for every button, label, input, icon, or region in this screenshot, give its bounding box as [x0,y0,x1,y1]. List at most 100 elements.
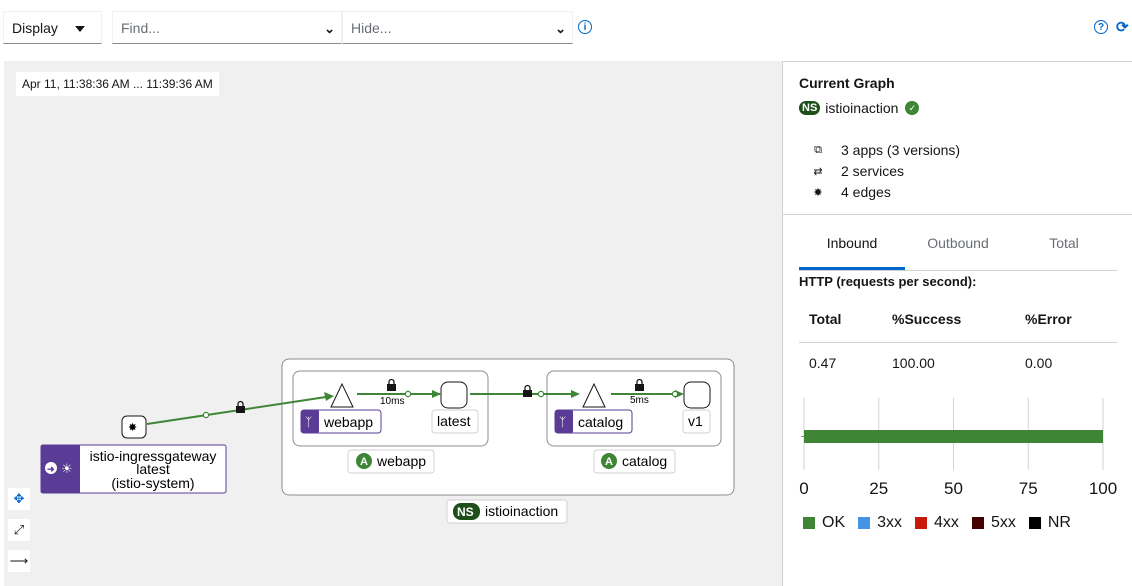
x-tick-label: 50 [944,479,963,498]
refresh-icon[interactable]: ⟳ [1116,19,1129,36]
cell-error: 0.00 [1025,355,1053,371]
catalog-v1-node[interactable] [683,381,711,409]
fit-screen-icon[interactable]: ⤢ [8,519,30,541]
graph-canvas[interactable] [4,61,782,586]
mtls-locks [236,378,644,413]
branch-icon: ᛉ [559,415,566,429]
find-placeholder: Find... [121,19,160,36]
service-badge [301,410,319,433]
cell-success: 100.00 [892,355,935,371]
panel-divider [783,214,1132,215]
latest-label-box [431,409,479,434]
ingress-node[interactable] [121,415,147,439]
v1-label-box [682,409,711,434]
webapp-service-label: webapp [323,414,373,430]
arrowhead [432,390,441,398]
pan-icon[interactable]: ✥ [8,488,30,510]
lock-icon [635,378,644,391]
ingress-label-line1: istio-ingressgateway [90,448,217,464]
info-icon[interactable]: i [578,20,592,34]
edge-midpoints [202,390,679,419]
namespace-label: istioinaction [485,503,558,519]
legend-label: 3xx [877,514,903,531]
edge-dot [537,390,545,398]
col-success: %Success [892,311,962,327]
ns-badge-text: NS [457,505,474,519]
cell-total: 0.47 [809,355,837,371]
edge-dot [671,390,679,398]
col-total: Total [809,311,842,327]
table-row: 0.47 100.00 0.00 [799,347,1117,377]
ns-badge [453,503,480,520]
legend-label: 4xx [934,514,959,531]
legend-item-nr[interactable]: NR [1028,514,1071,532]
traffic-tabs: Inbound Outbound Total [799,227,1117,271]
arrow-right-icon: ➜ [47,464,55,474]
edge-dot [404,390,412,398]
panel-title: Current Graph [799,75,895,91]
col-error: %Error [1025,311,1072,327]
catalog-service-label: catalog [578,414,623,430]
stat-edges-label: 4 edges [841,184,891,200]
layout-arrow-icon[interactable]: ⟶ [8,550,30,572]
app-badge-text: A [360,456,368,468]
ingress-label-line2: latest [136,461,170,477]
tab-outbound[interactable]: Outbound [927,235,989,251]
tab-total[interactable]: Total [1049,235,1079,251]
branch-icon: ᛉ [305,415,312,429]
stat-apps: ⧉ 3 apps (3 versions) [811,142,960,158]
display-dropdown[interactable]: Display [3,11,102,44]
stat-edges: ✸ 4 edges [811,184,891,200]
v1-label: v1 [688,413,703,429]
stat-apps-label: 3 apps (3 versions) [841,142,961,158]
x-tick-label: 0 [799,479,808,498]
lock-icon [523,384,532,397]
legend-swatch [803,517,815,529]
graph-timestamp: Apr 11, 11:38:36 AM ... 11:39:36 AM [16,72,219,96]
webapp-latest-node[interactable] [440,381,468,409]
app-badge [601,453,617,469]
hide-input[interactable]: Hide... ⌄ [342,11,573,44]
edge-dot [202,411,210,419]
topology-icon: ✸ [813,186,823,199]
table-header: Total %Success %Error [799,294,1117,343]
stat-services: ⇄ 2 services [811,163,904,179]
chevron-down-icon[interactable]: ⌄ [555,21,566,36]
catalog-app-label: catalog [622,453,667,469]
legend-swatch [858,517,871,529]
help-icon[interactable]: ? [1094,20,1108,34]
panel-namespace-name: istioinaction [825,100,899,116]
topology-icon: ✸ [128,422,137,434]
lock-icon [387,378,396,391]
http-title: HTTP (requests per second): [799,274,977,289]
webapp-service-node[interactable] [330,382,354,408]
graph-svg: 10ms 5ms ✸ ᛉ webapp latest ᛉ catalog v1 … [40,358,735,524]
ingress-label-line3: (istio-system) [111,475,194,491]
catalog-latency-label: 5ms [630,395,649,406]
catalog-service-node[interactable] [582,382,606,408]
webapp-latency-label: 10ms [380,396,404,407]
services-icon: ⇄ [813,165,823,178]
check-circle-icon: ✓ [905,101,920,115]
summary-panel: Current Graph NS istioinaction ✓ ⧉ 3 app… [782,61,1132,586]
arrowhead [571,390,580,398]
panel-namespace: NS istioinaction ✓ [799,100,920,116]
x-tick-label: 75 [1019,479,1038,498]
legend-item-5xx[interactable]: 5xx [971,514,1016,532]
legend-swatch [915,517,928,529]
legend-swatch [971,517,984,529]
latest-label: latest [437,413,471,429]
find-input[interactable]: Find... ⌄ [112,11,342,44]
legend-item-3xx[interactable]: 3xx [858,514,902,532]
legend-label: 5xx [990,514,1016,531]
legend-item-ok[interactable]: OK [803,514,845,532]
chevron-down-icon[interactable]: ⌄ [324,21,335,36]
chart-legend: OK 3xx 4xx 5xx NR [803,514,1084,532]
webapp-app-label: webapp [376,453,426,469]
bar-ok[interactable] [804,430,1103,443]
globe-icon: ☀ [61,461,73,476]
arrow-circle-icon [45,462,57,474]
x-tick-label: 25 [869,479,888,498]
legend-item-4xx[interactable]: 4xx [915,514,959,532]
tab-inbound[interactable]: Inbound [799,227,905,270]
